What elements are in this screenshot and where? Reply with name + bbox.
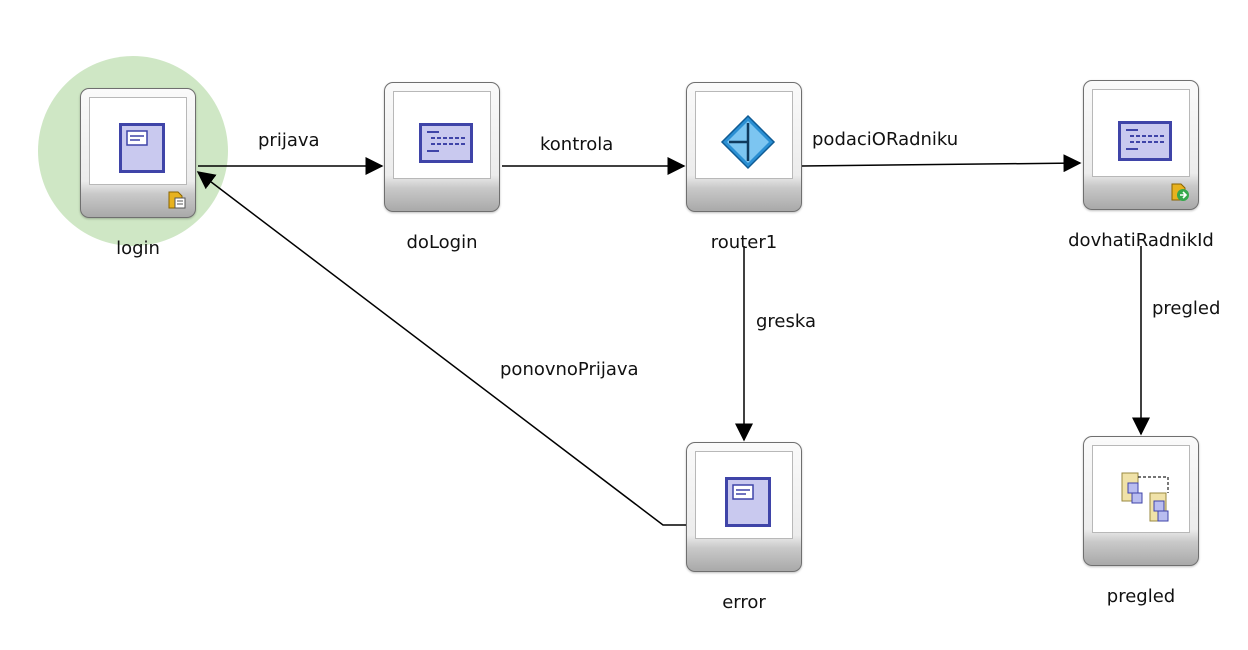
node-icon-area	[393, 91, 491, 179]
node-frame	[1083, 436, 1199, 566]
node-icon-area	[89, 97, 187, 185]
node-label-doLogin: doLogin	[406, 232, 478, 253]
node-frame	[686, 82, 802, 212]
node-login[interactable]: login	[80, 88, 196, 259]
edge-label-podaciORadniku: podaciORadniku	[812, 129, 959, 150]
method-call-icon	[1118, 121, 1172, 161]
node-label-pregled: pregled	[1106, 586, 1176, 607]
task-flow-diagram-icon	[1121, 472, 1169, 522]
node-frame	[1083, 80, 1199, 210]
node-dovhatiRadnikId[interactable]: dovhatiRadnikId	[1068, 80, 1214, 251]
node-pregled[interactable]: pregled	[1083, 436, 1199, 607]
node-label-router1: router1	[710, 232, 778, 253]
node-label-dovhatiRadnikId: dovhatiRadnikId	[1068, 230, 1214, 251]
node-router1[interactable]: router1	[686, 82, 802, 253]
node-icon-area	[1092, 89, 1190, 177]
view-page-icon	[725, 477, 771, 527]
edge-label-greska: greska	[756, 311, 817, 332]
edge-podaciORadniku[interactable]	[801, 154, 1082, 173]
node-label-login: login	[116, 238, 160, 259]
method-call-icon	[419, 123, 473, 163]
node-icon-area	[1092, 445, 1190, 533]
node-frame	[384, 82, 500, 212]
view-page-icon	[119, 123, 165, 173]
node-error[interactable]: error	[686, 442, 802, 613]
node-frame	[80, 88, 196, 218]
edge-label-pregled: pregled	[1152, 298, 1221, 319]
router-diamond-icon	[720, 114, 776, 170]
edge-label-ponovnoPrijava: ponovnoPrijava	[500, 359, 639, 380]
page-definition-badge-icon	[168, 191, 186, 209]
node-icon-area	[695, 451, 793, 539]
node-doLogin[interactable]: doLogin	[384, 82, 500, 253]
node-frame	[686, 442, 802, 572]
node-label-error: error	[722, 592, 766, 613]
edge-label-kontrola: kontrola	[540, 134, 614, 155]
edge-ponovnoPrijava[interactable]	[196, 171, 686, 526]
edge-label-prijava: prijava	[258, 130, 320, 151]
task-flow-call-badge-icon	[1171, 183, 1189, 201]
node-icon-area	[695, 91, 793, 179]
